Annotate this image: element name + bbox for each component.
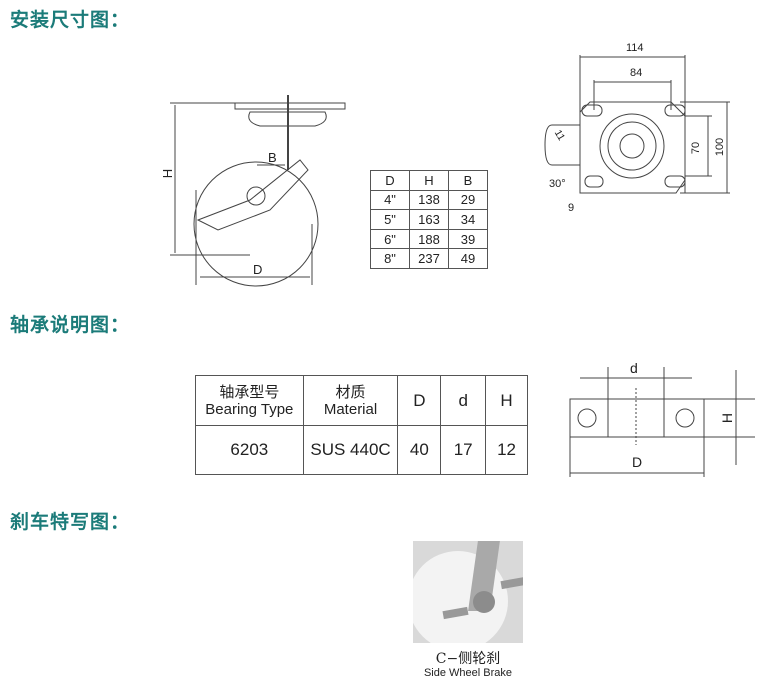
caster-side-drawing (170, 95, 346, 287)
section-title-bearing: 轴承说明图： (10, 314, 131, 336)
bearing-label-h: H (719, 412, 736, 424)
section-title-brake: 刹车特写图： (10, 511, 131, 533)
cell: 17 (440, 425, 487, 475)
bearing-label-d-outer: D (632, 454, 643, 470)
cell: 49 (448, 248, 488, 269)
cell: 5" (370, 209, 410, 230)
header-cell: H (485, 375, 528, 426)
plate-label-70: 70 (690, 141, 703, 155)
caster-label-d: D (253, 262, 263, 277)
table-row: 6203 SUS 440C 40 17 12 (195, 425, 528, 475)
header-cell: D (397, 375, 442, 426)
photo-caption-cn: C−侧轮刹 (435, 651, 501, 667)
cell: 39 (448, 228, 488, 250)
photo-caption-en: Side Wheel Brake (423, 667, 513, 679)
cell: 163 (409, 209, 449, 230)
cell: 237 (409, 248, 449, 269)
bearing-drawing (569, 367, 755, 477)
cell: 40 (397, 425, 442, 475)
cell: 29 (448, 189, 488, 211)
header-cell: B (448, 170, 488, 191)
top-plate-drawing (544, 55, 730, 194)
cell: 8" (370, 248, 410, 269)
cell: 34 (448, 209, 488, 230)
brake-photo (413, 541, 523, 643)
plate-label-100: 100 (714, 137, 727, 157)
cell: 4" (370, 189, 410, 211)
plate-label-114: 114 (626, 42, 644, 54)
plate-label-30deg: 30° (549, 178, 566, 190)
header-cell: D (370, 170, 410, 191)
cell: 6203 (195, 425, 304, 475)
cell: SUS 440C (302, 425, 399, 475)
cell: 138 (409, 189, 449, 211)
bearing-label-d-inner: d (630, 360, 638, 376)
cell: 188 (409, 228, 449, 250)
caster-label-h: H (160, 168, 176, 179)
header-cell: d (440, 375, 487, 426)
plate-label-84: 84 (630, 67, 643, 79)
header-cell: H (409, 170, 449, 191)
section-title-install: 安装尺寸图： (10, 9, 131, 31)
plate-label-9: 9 (568, 202, 575, 214)
cell: 6" (370, 228, 410, 250)
cell: 12 (485, 425, 528, 475)
caster-label-b: B (268, 150, 277, 165)
